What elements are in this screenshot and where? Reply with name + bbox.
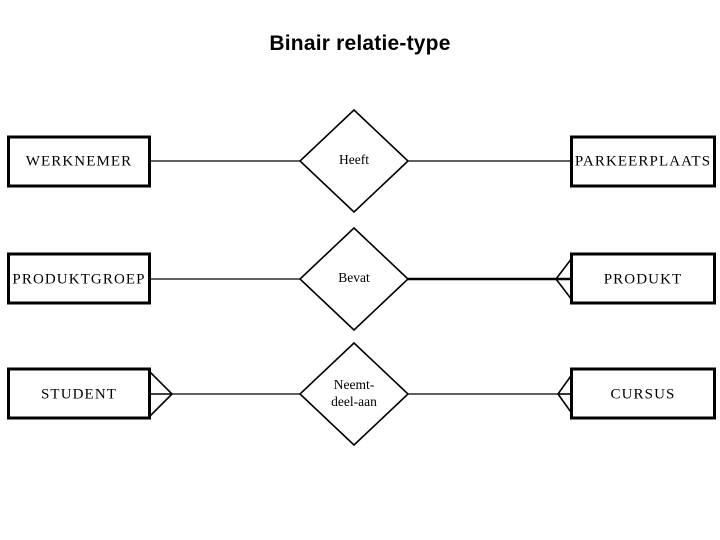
entity-label-produkt: PRODUKT bbox=[604, 271, 683, 287]
relationship-diamond-bevat[interactable] bbox=[298, 226, 410, 332]
page-title: Binair relatie-type bbox=[269, 32, 451, 55]
entity-label-parkeerplaats: PARKEERPLAATS bbox=[575, 153, 711, 169]
entity-box-student[interactable] bbox=[7, 367, 151, 420]
entity-label-produktgroep: PRODUKTGROEP bbox=[12, 271, 145, 287]
entity-box-cursus[interactable] bbox=[570, 367, 716, 420]
er-row-1: WERKNEMER Heeft PARKEERPLAATS bbox=[7, 108, 716, 214]
entity-box-produktgroep[interactable] bbox=[7, 252, 151, 305]
relationship-diamond-heeft[interactable] bbox=[298, 108, 410, 214]
crowfoot-many-student bbox=[149, 371, 173, 417]
entity-label-cursus: CURSUS bbox=[611, 386, 676, 402]
entity-label-werknemer: WERKNEMER bbox=[26, 153, 133, 169]
entity-box-produkt[interactable] bbox=[570, 252, 716, 305]
er-row-2: PRODUKTGROEP Bevat PRODUKT bbox=[7, 226, 716, 332]
relationship-label-neemt-deel-aan-line-2: deel-aan bbox=[331, 394, 377, 409]
entity-box-werknemer[interactable] bbox=[7, 135, 151, 188]
crowfoot-many-produkt bbox=[555, 257, 573, 301]
relationship-label-neemt-deel-aan-line-1: Neemt- bbox=[334, 377, 375, 392]
entity-label-student: STUDENT bbox=[41, 386, 117, 402]
relationship-diamond-neemt-deel-aan[interactable] bbox=[298, 341, 410, 447]
relationship-label-bevat: Bevat bbox=[338, 270, 370, 285]
entity-box-parkeerplaats[interactable] bbox=[570, 135, 716, 188]
relationship-label-heeft: Heeft bbox=[339, 152, 369, 167]
er-row-3: STUDENT Neemt- deel-aan CURSUS bbox=[7, 341, 716, 447]
